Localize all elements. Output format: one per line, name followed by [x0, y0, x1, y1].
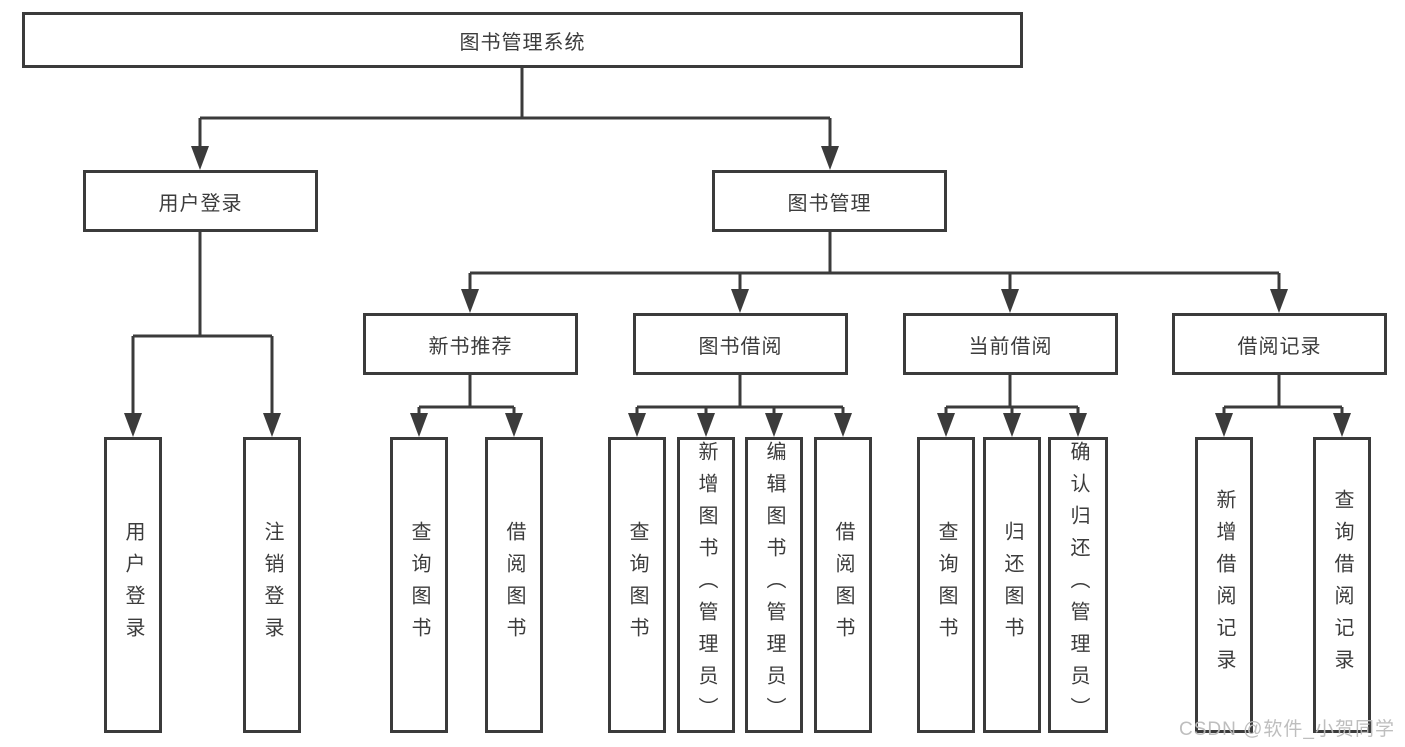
node-user-login: 用户登录: [83, 170, 318, 232]
leaf-confirm-return-admin: 确认归还（管理员）: [1048, 437, 1108, 733]
leaf-query-borrow-record: 查询借阅记录: [1313, 437, 1371, 733]
leaf-logout: 注销登录: [243, 437, 301, 733]
leaf-query-books-1: 查询图书: [390, 437, 448, 733]
leaf-borrow-books-1: 借阅图书: [485, 437, 543, 733]
node-new-book-recommend: 新书推荐: [363, 313, 578, 375]
leaf-user-login: 用户登录: [104, 437, 162, 733]
leaf-borrow-books-2: 借阅图书: [814, 437, 872, 733]
leaf-edit-books-admin: 编辑图书（管理员）: [745, 437, 803, 733]
leaf-add-borrow-record: 新增借阅记录: [1195, 437, 1253, 733]
node-book-borrow: 图书借阅: [633, 313, 848, 375]
node-root-system: 图书管理系统: [22, 12, 1023, 68]
leaf-query-books-2: 查询图书: [608, 437, 666, 733]
leaf-query-books-3: 查询图书: [917, 437, 975, 733]
node-book-management: 图书管理: [712, 170, 947, 232]
leaf-return-books: 归还图书: [983, 437, 1041, 733]
node-borrow-records: 借阅记录: [1172, 313, 1387, 375]
node-current-borrow: 当前借阅: [903, 313, 1118, 375]
leaf-add-books-admin: 新增图书（管理员）: [677, 437, 735, 733]
